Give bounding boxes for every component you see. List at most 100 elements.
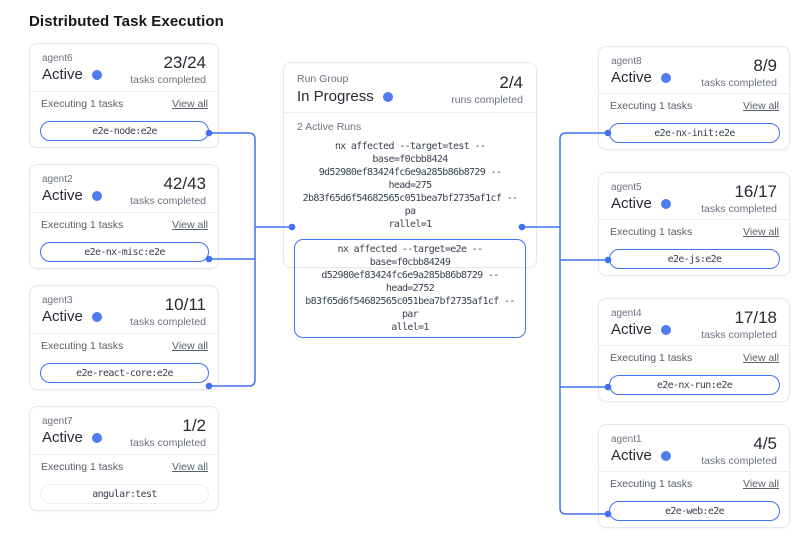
view-all-link[interactable]: View all — [743, 352, 779, 364]
run-group-body: 2 Active Runs nx affected --target=test … — [284, 113, 536, 338]
view-all-link[interactable]: View all — [743, 226, 779, 238]
agent-card-footer: Executing 1 tasks View all e2e-js:e2e — [599, 219, 789, 275]
agent-card-header: agent1 Active 4/5 tasks completed — [599, 425, 789, 471]
agent-status-text: Active — [611, 195, 652, 212]
tasks-count-label: tasks completed — [130, 74, 206, 86]
runs-count: 2/4 — [499, 73, 523, 92]
tasks-count: 23/24 — [163, 53, 206, 72]
view-all-link[interactable]: View all — [172, 98, 208, 110]
agent-card: agent5 Active 16/17 tasks completed Exec… — [598, 172, 790, 276]
agent-name: agent4 — [611, 308, 642, 319]
task-chip[interactable]: e2e-node:e2e — [40, 121, 209, 141]
agent-card-footer: Executing 1 tasks View all e2e-nx-misc:e… — [30, 212, 218, 268]
tasks-count-label: tasks completed — [701, 329, 777, 341]
agent-card-footer: Executing 1 tasks View all e2e-react-cor… — [30, 333, 218, 389]
view-all-link[interactable]: View all — [743, 100, 779, 112]
agent-card-footer: Executing 1 tasks View all e2e-web:e2e — [599, 471, 789, 527]
active-dot-icon — [91, 190, 102, 201]
agent-status: Active — [42, 66, 102, 83]
view-all-link[interactable]: View all — [172, 461, 208, 473]
task-name: e2e-react-core:e2e — [76, 367, 173, 379]
active-dot-icon — [660, 450, 671, 461]
executing-label: Executing 1 tasks — [41, 340, 124, 352]
left-agent-column: agent6 Active 23/24 tasks completed Exec… — [29, 43, 219, 511]
task-name: e2e-nx-misc:e2e — [84, 246, 165, 258]
active-dot-icon — [91, 432, 102, 443]
tasks-count-label: tasks completed — [701, 77, 777, 89]
active-dot-icon — [660, 198, 671, 209]
tasks-count-label: tasks completed — [701, 203, 777, 215]
active-dot-icon — [91, 311, 102, 322]
executing-label: Executing 1 tasks — [41, 98, 124, 110]
agent-name: agent7 — [42, 416, 73, 427]
run-group-card: Run Group In Progress 2/4 runs completed… — [283, 62, 537, 338]
agent-card-header: agent8 Active 8/9 tasks completed — [599, 47, 789, 93]
in-progress-dot-icon — [382, 91, 393, 102]
task-chip[interactable]: e2e-nx-run:e2e — [609, 375, 780, 395]
agent-card-footer: Executing 1 tasks View all e2e-node:e2e — [30, 91, 218, 147]
agent-name: agent1 — [611, 434, 642, 445]
agent-card: agent2 Active 42/43 tasks completed Exec… — [29, 164, 219, 269]
tasks-count-label: tasks completed — [701, 455, 777, 467]
run-command[interactable]: nx affected --target=test --base=f0cbb84… — [302, 141, 518, 230]
run-command-highlighted[interactable]: nx affected --target=e2e --base=f0cbb842… — [294, 239, 526, 338]
executing-label: Executing 1 tasks — [610, 100, 693, 112]
agent-status-text: Active — [42, 429, 83, 446]
agent-status: Active — [611, 321, 671, 338]
view-all-link[interactable]: View all — [172, 340, 208, 352]
tasks-count-label: tasks completed — [130, 437, 206, 449]
agent-status-text: Active — [42, 187, 83, 204]
active-dot-icon — [660, 324, 671, 335]
agent-name: agent2 — [42, 174, 73, 185]
task-chip[interactable]: e2e-nx-misc:e2e — [40, 242, 209, 262]
tasks-count: 8/9 — [753, 56, 777, 75]
tasks-count: 16/17 — [734, 182, 777, 201]
agent-status-text: Active — [42, 66, 83, 83]
active-runs-label: 2 Active Runs — [297, 121, 362, 133]
run-group-status: In Progress — [297, 88, 393, 105]
executing-label: Executing 1 tasks — [610, 226, 693, 238]
run-group-header: Run Group In Progress 2/4 runs completed — [284, 63, 536, 113]
task-chip[interactable]: e2e-nx-init:e2e — [609, 123, 780, 143]
task-chip[interactable]: angular:test — [40, 484, 209, 504]
agent-card: agent4 Active 17/18 tasks completed Exec… — [598, 298, 790, 402]
agent-card: agent6 Active 23/24 tasks completed Exec… — [29, 43, 219, 148]
agent-card-header: agent4 Active 17/18 tasks completed — [599, 299, 789, 345]
active-dot-icon — [660, 72, 671, 83]
agent-name: agent8 — [611, 56, 642, 67]
agent-status-text: Active — [42, 308, 83, 325]
view-all-link[interactable]: View all — [172, 219, 208, 231]
agent-status-text: Active — [611, 321, 652, 338]
agent-card-header: agent5 Active 16/17 tasks completed — [599, 173, 789, 219]
task-name: e2e-web:e2e — [664, 505, 725, 517]
executing-label: Executing 1 tasks — [610, 352, 693, 364]
agent-name: agent3 — [42, 295, 73, 306]
agent-card: agent8 Active 8/9 tasks completed Execut… — [598, 46, 790, 150]
agent-status: Active — [42, 429, 102, 446]
task-chip[interactable]: e2e-react-core:e2e — [40, 363, 209, 383]
agent-status: Active — [611, 447, 671, 464]
task-name: angular:test — [92, 488, 157, 500]
agent-name: agent5 — [611, 182, 642, 193]
tasks-count: 42/43 — [163, 174, 206, 193]
agent-card: agent7 Active 1/2 tasks completed Execut… — [29, 406, 219, 511]
task-name: e2e-js:e2e — [667, 253, 722, 265]
agent-card-header: agent2 Active 42/43 tasks completed — [30, 165, 218, 212]
agent-card-footer: Executing 1 tasks View all angular:test — [30, 454, 218, 510]
run-group-status-text: In Progress — [297, 88, 374, 105]
active-dot-icon — [91, 69, 102, 80]
agent-card-header: agent6 Active 23/24 tasks completed — [30, 44, 218, 91]
right-agent-column: agent8 Active 8/9 tasks completed Execut… — [598, 46, 790, 528]
agent-card-header: agent7 Active 1/2 tasks completed — [30, 407, 218, 454]
tasks-count: 1/2 — [182, 416, 206, 435]
executing-label: Executing 1 tasks — [41, 219, 124, 231]
agent-card-header: agent3 Active 10/11 tasks completed — [30, 286, 218, 333]
tasks-count: 4/5 — [753, 434, 777, 453]
task-chip[interactable]: e2e-web:e2e — [609, 501, 780, 521]
agent-status: Active — [42, 187, 102, 204]
view-all-link[interactable]: View all — [743, 478, 779, 490]
runs-count-label: runs completed — [451, 94, 523, 106]
task-chip[interactable]: e2e-js:e2e — [609, 249, 780, 269]
agent-card: agent1 Active 4/5 tasks completed Execut… — [598, 424, 790, 528]
